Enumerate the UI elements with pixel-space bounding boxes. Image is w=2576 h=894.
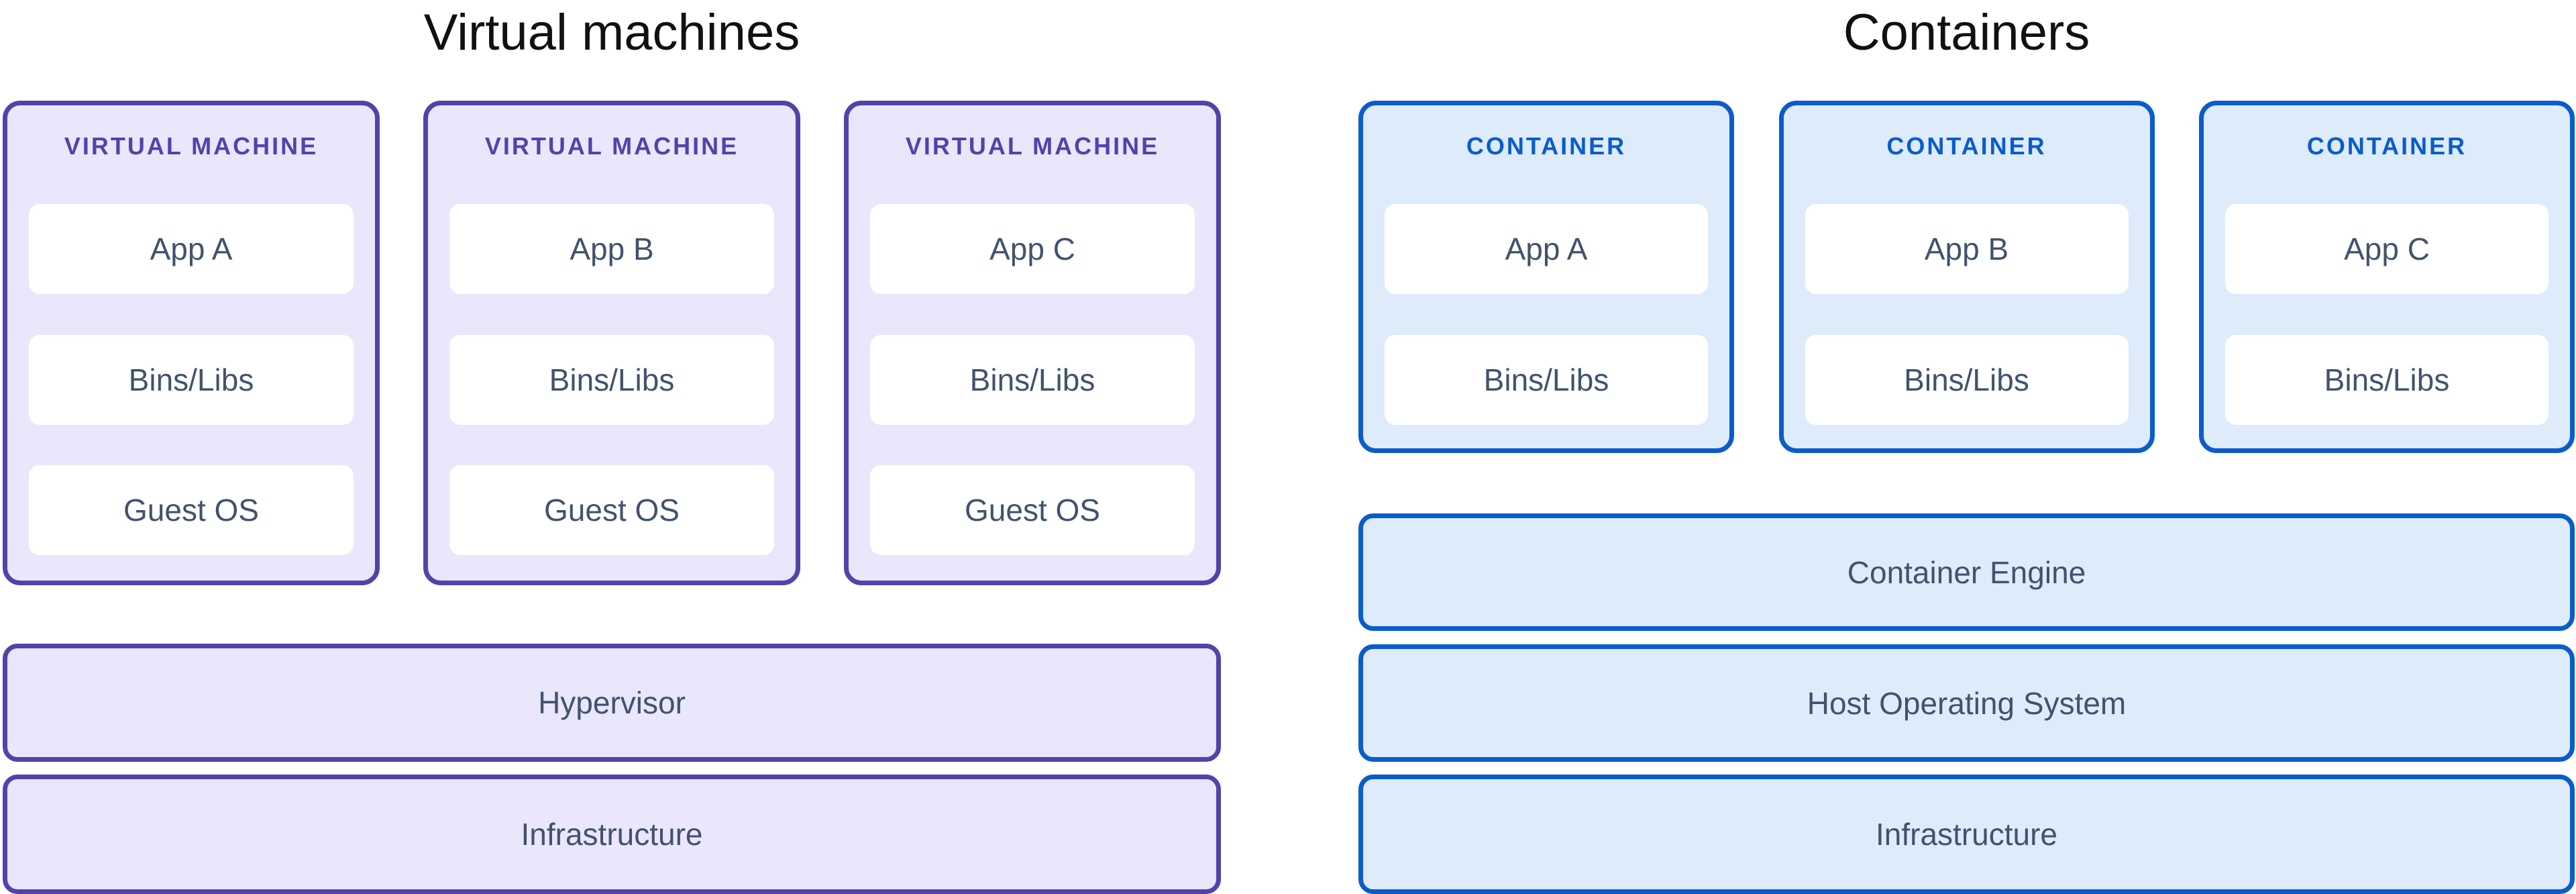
container-card-2: CONTAINER App B Bins/Libs	[1778, 101, 2155, 453]
container-card-1-header: CONTAINER	[1466, 132, 1627, 160]
container-card-3-header: CONTAINER	[2306, 132, 2467, 160]
container-cards-row: CONTAINER App A Bins/Libs CONTAINER App …	[1358, 101, 2575, 453]
vm-card-3-guestos-layer: Guest OS	[870, 465, 1195, 555]
virtual-machines-section: Virtual machines VIRTUAL MACHINE App A B…	[3, 0, 1221, 894]
hypervisor-bar: Hypervisor	[3, 644, 1221, 762]
container-engine-bar: Container Engine	[1358, 513, 2575, 631]
vm-card-1-header: VIRTUAL MACHINE	[64, 132, 319, 160]
virtual-machines-title: Virtual machines	[423, 3, 800, 61]
containers-section: Containers CONTAINER App A Bins/Libs CON…	[1358, 0, 2575, 894]
vm-infrastructure-bar: Infrastructure	[3, 775, 1221, 894]
container-infrastructure-bar: Infrastructure	[1358, 775, 2575, 894]
container-card-3-app-layer: App C	[2225, 204, 2548, 294]
vm-card-2-binslibs-layer: Bins/Libs	[449, 335, 774, 425]
vm-card-1-binslibs-layer: Bins/Libs	[29, 335, 354, 425]
vm-card-2-header: VIRTUAL MACHINE	[484, 132, 739, 160]
container-card-1-binslibs-layer: Bins/Libs	[1385, 335, 1708, 425]
vm-card-3-app-layer: App C	[870, 204, 1195, 294]
vm-card-2-app-layer: App B	[449, 204, 774, 294]
vm-card-2-guestos-layer: Guest OS	[449, 465, 774, 555]
vm-cards-row: VIRTUAL MACHINE App A Bins/Libs Guest OS…	[3, 101, 1221, 585]
container-card-3-binslibs-layer: Bins/Libs	[2225, 335, 2548, 425]
container-card-1: CONTAINER App A Bins/Libs	[1358, 101, 1734, 453]
container-card-2-binslibs-layer: Bins/Libs	[1805, 335, 2129, 425]
vm-card-2: VIRTUAL MACHINE App B Bins/Libs Guest OS	[423, 101, 800, 585]
container-card-1-app-layer: App A	[1385, 204, 1708, 294]
vm-card-3: VIRTUAL MACHINE App C Bins/Libs Guest OS	[844, 101, 1221, 585]
vm-card-1-guestos-layer: Guest OS	[29, 465, 354, 555]
host-operating-system-bar: Host Operating System	[1358, 644, 2575, 762]
vm-card-3-binslibs-layer: Bins/Libs	[870, 335, 1195, 425]
container-card-2-app-layer: App B	[1805, 204, 2129, 294]
vm-card-3-header: VIRTUAL MACHINE	[905, 132, 1160, 160]
containers-title: Containers	[1843, 3, 2090, 61]
vm-card-1: VIRTUAL MACHINE App A Bins/Libs Guest OS	[3, 101, 380, 585]
container-card-3: CONTAINER App C Bins/Libs	[2199, 101, 2575, 453]
container-card-2-header: CONTAINER	[1886, 132, 2047, 160]
vm-card-1-app-layer: App A	[29, 204, 354, 294]
